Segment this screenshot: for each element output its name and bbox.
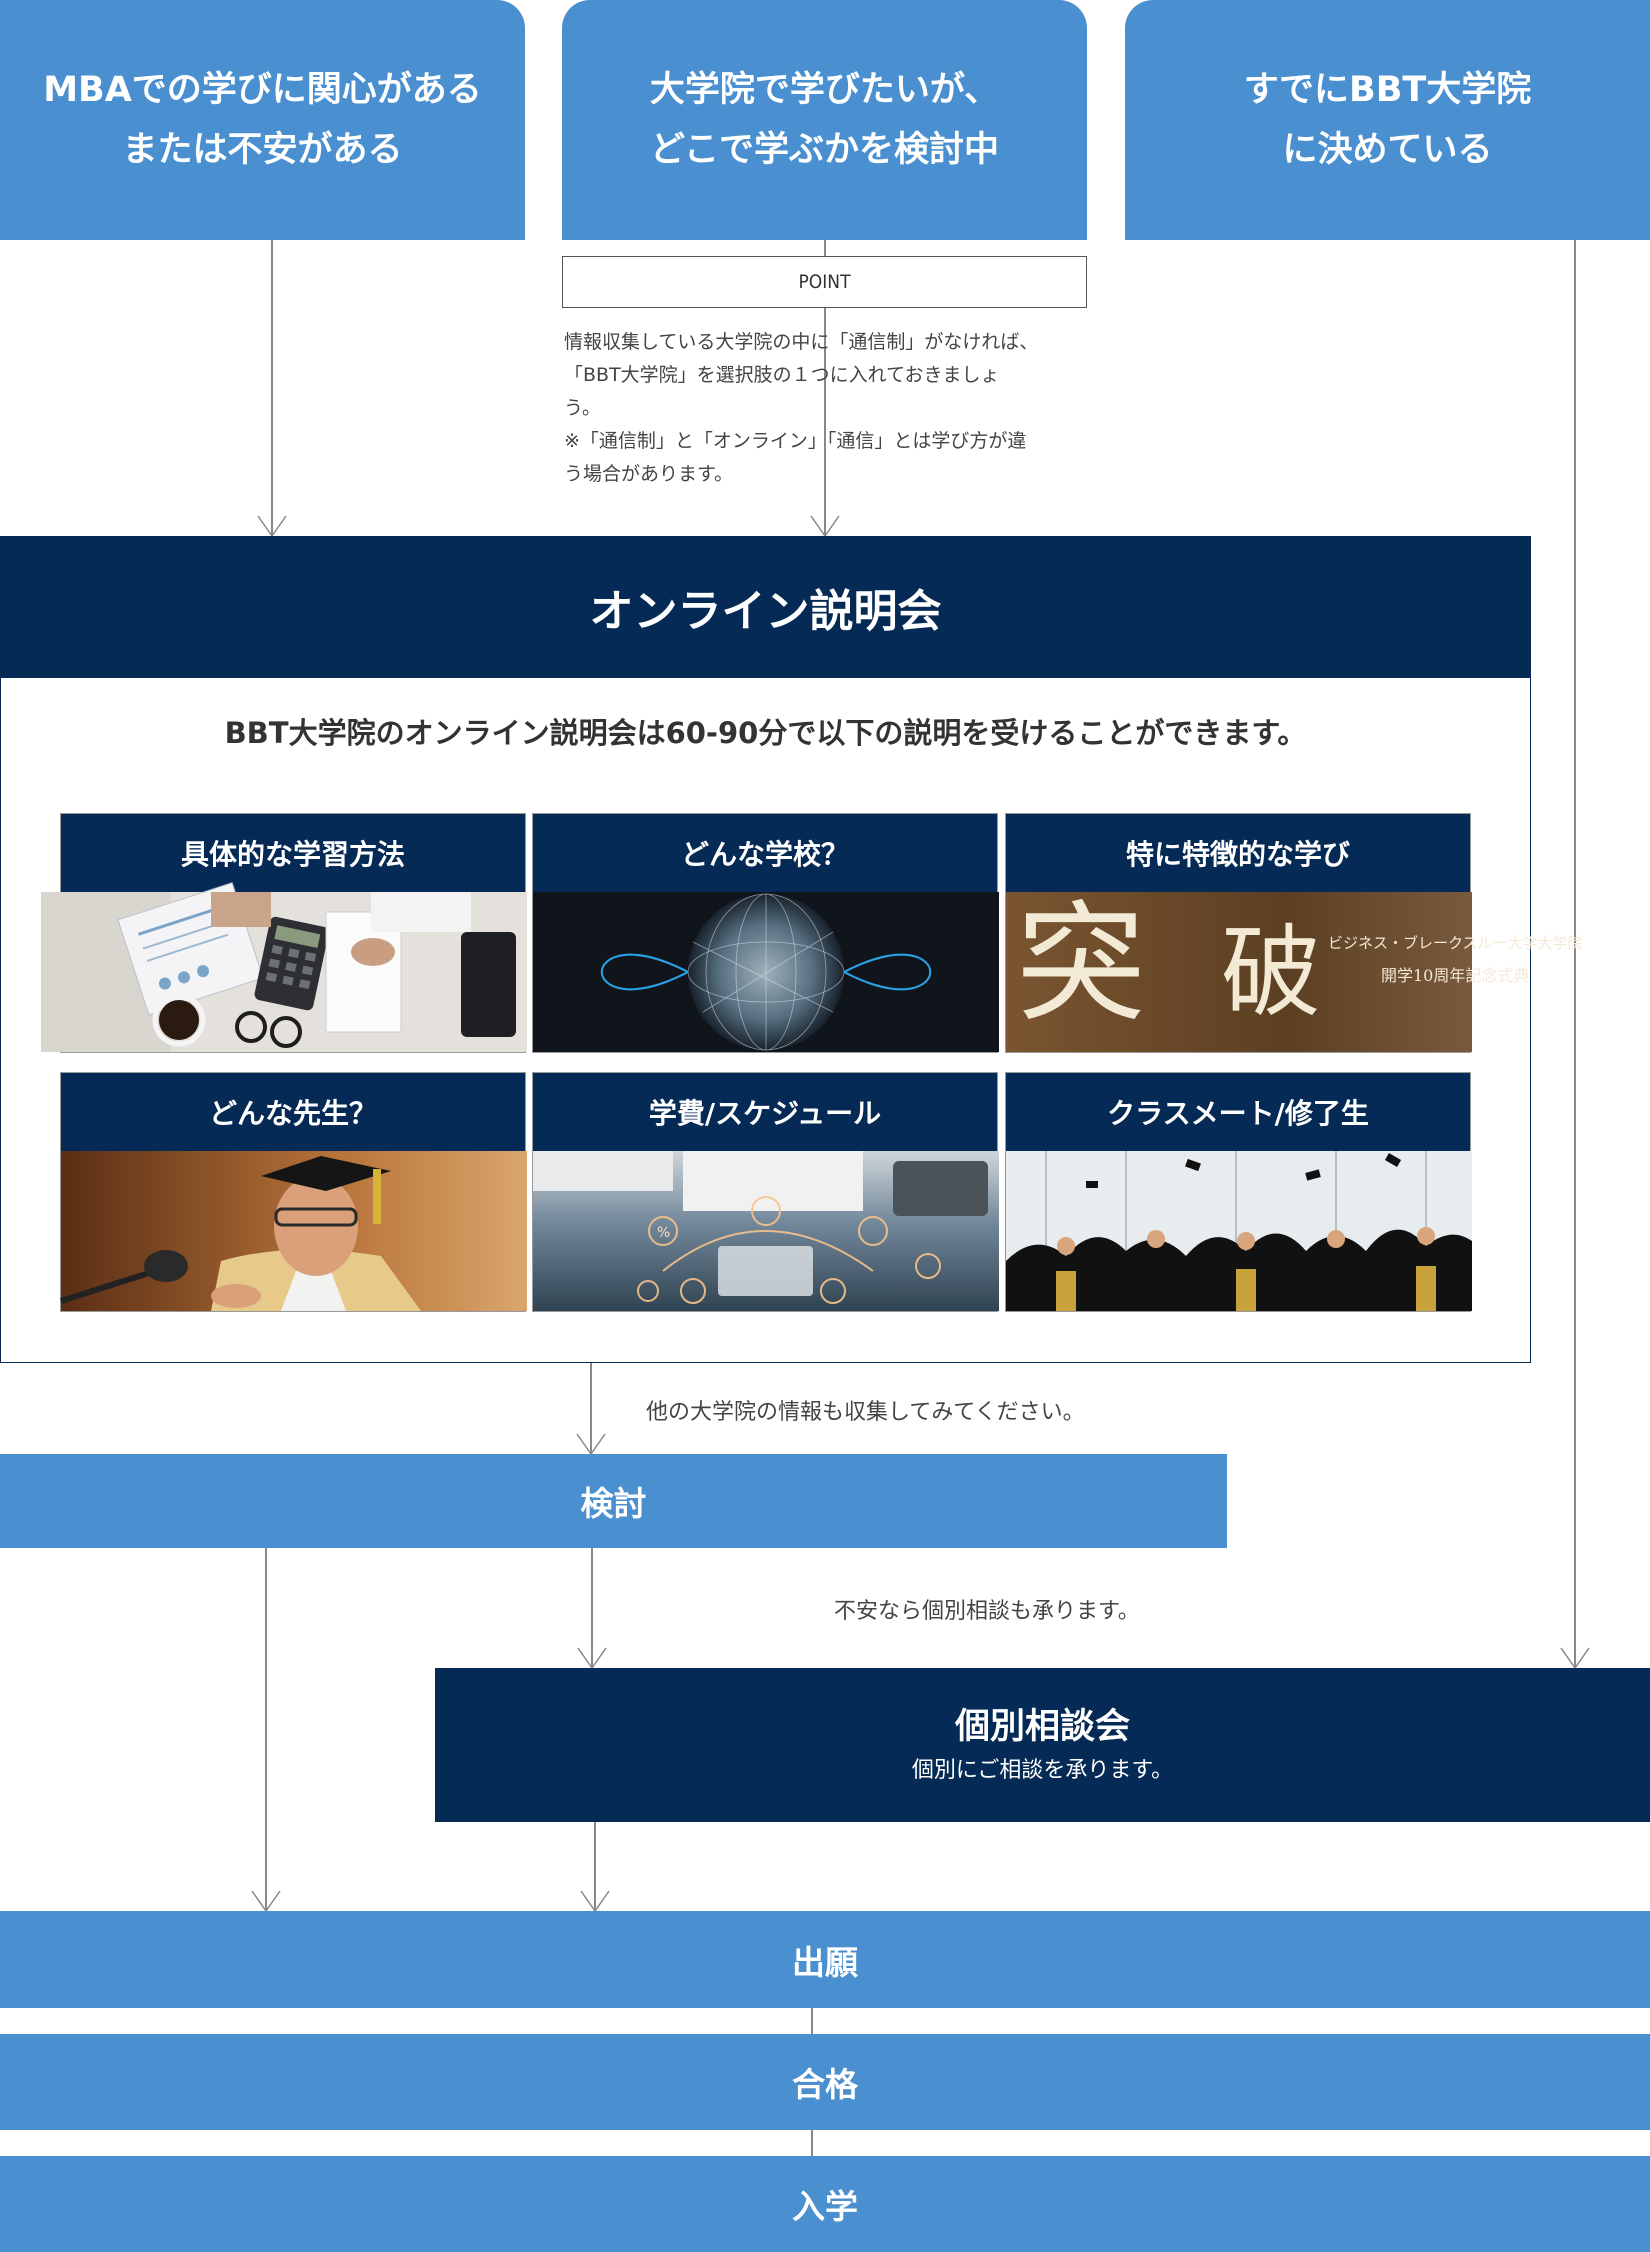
card-title: 学費/スケジュール [533, 1073, 997, 1151]
entry-line-1: 大学院で学びたいが、 [649, 70, 1000, 110]
banner-small-text: 開学10周年記念式典 [1381, 966, 1530, 985]
point-note-line: 情報収集している大学院の中に「通信制」がなければ、 [564, 331, 1039, 353]
connector-line [265, 1548, 267, 1911]
note-after-session: 他の大学院の情報も収集してみてください。 [646, 1400, 1085, 1425]
info-card-school[interactable]: どんな学校？ [532, 813, 999, 1053]
consultation-title: 個別相談会 [954, 1707, 1130, 1747]
entry-line-1: すでにBBT大学院 [1243, 70, 1532, 110]
connector-line [1574, 240, 1576, 1668]
online-session-description: BBT大学院のオンライン説明会は60-90分で以下の説明を受けることができます。 [224, 716, 1307, 750]
point-note-line: ※「通信制」と「オンライン」「通信」とは学び方が違 [564, 430, 1027, 452]
svg-text:%: % [657, 1225, 670, 1241]
connector-line [811, 2008, 813, 2034]
finance-icons-photo-icon: % [533, 1151, 999, 1311]
point-label: POINT [562, 256, 1087, 308]
step-enroll: 入学 [0, 2156, 1650, 2252]
entry-line-2: に決めている [1282, 130, 1493, 170]
connector-line [591, 1548, 593, 1668]
entry-box-considering: 大学院で学びたいが、 どこで学ぶかを検討中 [562, 0, 1087, 240]
card-title: 具体的な学習方法 [61, 814, 525, 892]
card-title: クラスメート/修了生 [1006, 1073, 1470, 1151]
entry-line-2: どこで学ぶかを検討中 [650, 130, 999, 170]
card-title: どんな先生？ [61, 1073, 525, 1151]
connector-line [824, 308, 826, 536]
point-note: 情報収集している大学院の中に「通信制」がなければ、 「BBT大学院」を選択肢の１… [564, 326, 1104, 491]
banner-big-char: 突 [1016, 888, 1147, 1040]
card-title: 特に特徴的な学び [1006, 814, 1470, 892]
consultation-box: 個別相談会 個別にご相談を承ります。 [435, 1668, 1650, 1822]
banner-small-text: ビジネス・ブレークスルー大学大学院 [1328, 934, 1583, 952]
point-note-line: う場合があります。 [564, 463, 734, 485]
info-card-classmates[interactable]: クラスメート/修了生 [1005, 1072, 1472, 1312]
card-title: どんな学校？ [533, 814, 997, 892]
point-note-line: う。 [564, 397, 601, 419]
banner-big-char: 破 [1221, 914, 1321, 1031]
connector-line [594, 1822, 596, 1911]
consultation-subtitle: 個別にご相談を承ります。 [911, 1758, 1174, 1783]
entry-box-decided: すでにBBT大学院 に決めている [1125, 0, 1650, 240]
info-card-fees-schedule[interactable]: 学費/スケジュール % [532, 1072, 999, 1312]
entry-box-interested: MBAでの学びに関心がある または不安がある [0, 0, 525, 240]
globe-network-photo-icon [533, 892, 999, 1052]
step-pass: 合格 [0, 2034, 1650, 2130]
graduation-photo-icon [1006, 1151, 1472, 1311]
info-card-study-method[interactable]: 具体的な学習方法 [41, 813, 527, 1053]
step-apply: 出願 [0, 1911, 1650, 2008]
info-card-unique-learning[interactable]: 特に特徴的な学び 突 破 ビジネス・ブレークスルー大学大学院 開学10周年記念式… [1005, 813, 1583, 1053]
connector-line [824, 240, 826, 256]
online-session-title: オンライン説明会 [0, 536, 1531, 678]
note-after-consider: 不安なら個別相談も承ります。 [834, 1599, 1140, 1624]
info-card-teachers[interactable]: どんな先生？ [60, 1072, 527, 1312]
banner-photo-icon: 突 破 ビジネス・ブレークスルー大学大学院 開学10周年記念式典 [1006, 888, 1583, 1052]
connector-line [811, 2130, 813, 2156]
point-note-line: 「BBT大学院」を選択肢の１つに入れておきましょ [564, 364, 1000, 386]
connector-line [271, 240, 273, 536]
entry-line-1: MBAでの学びに関心がある [43, 70, 482, 110]
consider-bar: 検討 [0, 1454, 1227, 1548]
professor-photo-icon [60, 1151, 527, 1311]
desk-photo-icon [41, 882, 527, 1052]
connector-line [590, 1362, 592, 1454]
entry-line-2: または不安がある [122, 130, 403, 170]
